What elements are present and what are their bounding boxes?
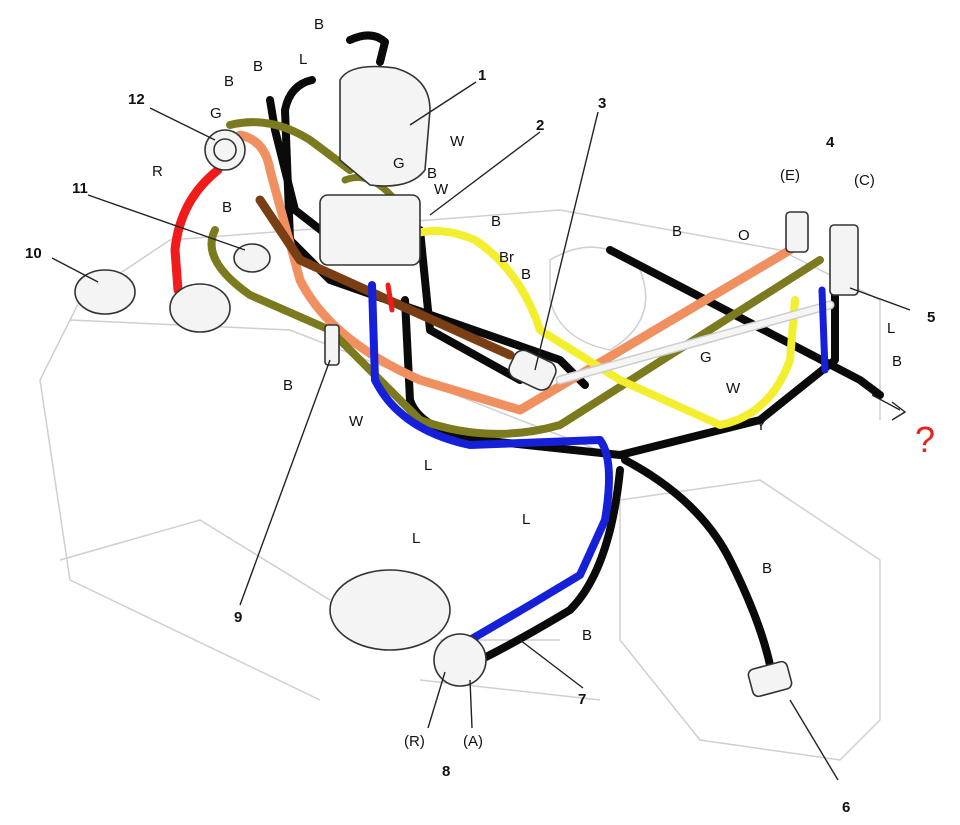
hoses bbox=[170, 31, 884, 669]
port-R: (R) bbox=[404, 733, 425, 750]
code-L: L bbox=[424, 457, 432, 474]
code-B: B bbox=[762, 560, 772, 577]
code-B: B bbox=[224, 73, 234, 90]
code-W: W bbox=[726, 380, 741, 397]
code-B: B bbox=[314, 16, 324, 33]
hose-red bbox=[170, 165, 223, 295]
code-Y: Y bbox=[756, 417, 766, 434]
code-B: B bbox=[253, 58, 263, 75]
hose-yellow bbox=[406, 227, 799, 429]
callout-12: 12 bbox=[128, 91, 145, 108]
code-B: B bbox=[427, 165, 437, 182]
callout-8: 8 bbox=[442, 763, 450, 780]
code-L: L bbox=[412, 530, 420, 547]
sensor-9 bbox=[324, 324, 340, 366]
callout-1: 1 bbox=[478, 67, 486, 84]
egr-valve bbox=[169, 283, 231, 333]
port-C: (C) bbox=[854, 172, 875, 189]
code-W: W bbox=[450, 133, 465, 150]
port-labels: (E) (C) (R) (A) bbox=[404, 167, 875, 750]
hose-white-inner bbox=[557, 302, 833, 383]
distributor bbox=[329, 569, 451, 651]
hose-code-labels: B L B B G W G B W R B B B O Br B L G B B… bbox=[152, 16, 902, 644]
components bbox=[74, 65, 859, 698]
hose-black-center bbox=[416, 226, 524, 384]
callout-5: 5 bbox=[927, 309, 935, 326]
code-B: B bbox=[222, 199, 232, 216]
callout-2: 2 bbox=[536, 117, 544, 134]
port-A: (A) bbox=[463, 733, 483, 750]
code-W: W bbox=[434, 181, 449, 198]
hose-black-to-8 bbox=[476, 466, 624, 664]
valve-C bbox=[829, 224, 859, 296]
code-B: B bbox=[491, 213, 501, 230]
code-B: B bbox=[582, 627, 592, 644]
code-G: G bbox=[393, 155, 405, 172]
code-L: L bbox=[887, 320, 895, 337]
code-W: W bbox=[349, 413, 364, 430]
hose-brown bbox=[255, 195, 515, 360]
code-R: R bbox=[152, 163, 163, 180]
cap-12-inner bbox=[213, 138, 237, 162]
code-O: O bbox=[738, 227, 750, 244]
leader-lines bbox=[51, 81, 911, 781]
hose-black-to-6 bbox=[621, 456, 774, 669]
callout-numbers: 1 2 3 4 5 6 7 8 9 10 11 12 bbox=[25, 67, 935, 816]
canister-1 bbox=[339, 65, 431, 187]
connector-6 bbox=[747, 660, 793, 698]
port-E: (E) bbox=[780, 167, 800, 184]
hose-blue-right bbox=[818, 286, 829, 374]
code-G: G bbox=[210, 105, 222, 122]
callout-11: 11 bbox=[72, 180, 88, 197]
code-Br: Br bbox=[499, 249, 514, 266]
code-B: B bbox=[672, 223, 682, 240]
component-11 bbox=[233, 243, 271, 273]
callout-4: 4 bbox=[826, 134, 835, 151]
code-B: B bbox=[283, 377, 293, 394]
callout-7: 7 bbox=[578, 691, 586, 708]
hose-red-small bbox=[385, 282, 395, 313]
diaphragm-8 bbox=[433, 633, 487, 687]
callout-3: 3 bbox=[598, 95, 606, 112]
code-B: B bbox=[892, 353, 902, 370]
hose-olive bbox=[207, 118, 824, 438]
hose-black-right bbox=[606, 246, 884, 399]
valve-body bbox=[319, 194, 421, 266]
callout-10: 10 bbox=[25, 245, 42, 262]
code-B: B bbox=[521, 266, 531, 283]
callout-9: 9 bbox=[234, 609, 242, 626]
code-L: L bbox=[299, 51, 307, 68]
hose-orange bbox=[235, 130, 795, 415]
hose-black-left bbox=[266, 96, 344, 249]
code-L: L bbox=[522, 511, 530, 528]
callout-6: 6 bbox=[842, 799, 850, 816]
valve-E bbox=[785, 211, 809, 253]
oil-cap-10 bbox=[74, 269, 136, 315]
unknown-destination-marker: ? bbox=[915, 419, 935, 460]
code-G: G bbox=[700, 349, 712, 366]
hose-blue bbox=[368, 281, 613, 644]
